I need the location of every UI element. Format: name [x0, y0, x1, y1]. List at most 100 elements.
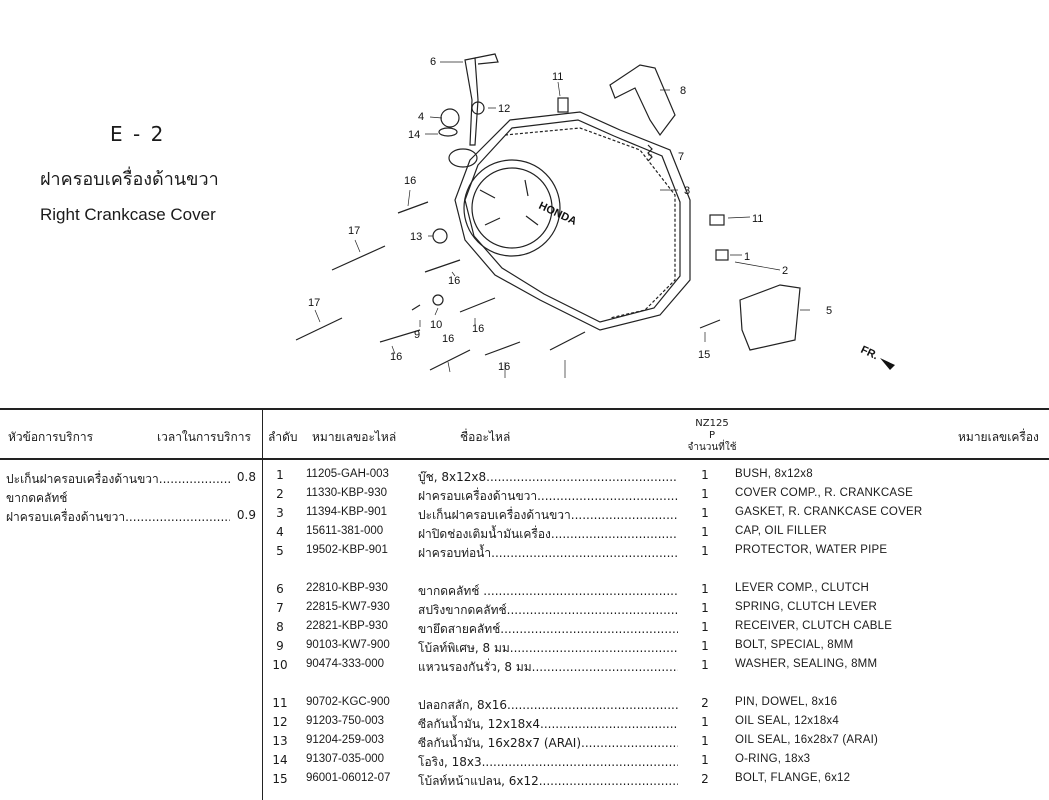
- bolt-17a: [331, 245, 386, 271]
- bolt-17b: [295, 317, 343, 341]
- row-part-number: 22815-KW7-930: [306, 601, 390, 613]
- row-part-name-th: ขากดคลัทช์ .............................…: [418, 584, 678, 598]
- gasket-outline: [504, 127, 676, 319]
- row-part-number: 11394-KBP-901: [306, 506, 387, 518]
- row-part-name-en: PROTECTOR, WATER PIPE: [735, 544, 888, 556]
- parts-table: หัวข้อการบริการ เวลาในการบริการ ลำดับ หม…: [0, 408, 1049, 800]
- callout-label: 7: [678, 151, 684, 163]
- row-qty: 1: [701, 753, 709, 767]
- row-number: 2: [276, 487, 284, 501]
- section-code: E - 2: [110, 122, 166, 146]
- row-part-number: 11205-GAH-003: [306, 468, 389, 480]
- row-number: 9: [276, 639, 284, 653]
- header-order: ลำดับ: [268, 430, 298, 444]
- bolt-16f: [484, 341, 521, 356]
- dowel-pin-right: [709, 214, 725, 226]
- callout-label: 8: [680, 85, 686, 97]
- row-part-number: 19502-KBP-901: [306, 544, 388, 556]
- row-qty: 1: [701, 525, 709, 539]
- header-part-name: ชื่ออะไหล่: [460, 430, 511, 444]
- water-pipe-protector: [739, 284, 801, 351]
- header-qty-used: จำนวนที่ใช้: [687, 442, 737, 453]
- callout-label: 16: [472, 323, 484, 335]
- row-qty: 1: [701, 468, 709, 482]
- row-qty: 1: [701, 734, 709, 748]
- dowel-pin-top: [557, 97, 569, 113]
- service-time: 0.9: [236, 508, 256, 522]
- callout-label: 14: [408, 129, 420, 141]
- row-part-number: 91307-035-000: [306, 753, 385, 765]
- oil-seal-16: [432, 228, 448, 244]
- header-model-type: P: [708, 430, 716, 441]
- row-qty: 1: [701, 620, 709, 634]
- row-number: 11: [272, 696, 288, 710]
- row-part-name-th: บู๊ช, 8x12x8............................…: [418, 470, 678, 484]
- bolt-16b: [424, 259, 461, 273]
- header-service-time: เวลาในการบริการ: [157, 430, 251, 444]
- row-part-number: 90702-KGC-900: [306, 696, 390, 708]
- row-part-name-en: OIL SEAL, 12x18x4: [735, 715, 839, 727]
- row-number: 12: [272, 715, 288, 729]
- row-part-name-en: GASKET, R. CRANKCASE COVER: [735, 506, 923, 518]
- row-part-name-th: ซีลกันน้ำมัน, 12x18x4...................…: [418, 717, 678, 731]
- clutch-lever-arm: [474, 53, 499, 65]
- callout-label: 12: [498, 103, 510, 115]
- callout-label: 16: [404, 175, 416, 187]
- leader-lines: [314, 61, 810, 378]
- callout-label: 16: [498, 361, 510, 373]
- cover-inner-outline: [464, 119, 681, 323]
- header-engine-number: หมายเลขเครื่อง: [958, 430, 1039, 444]
- table-header-rule: [0, 458, 1049, 460]
- row-part-name-th: โอริง, 18x3.............................…: [418, 755, 678, 769]
- row-qty: 2: [701, 772, 709, 786]
- row-number: 6: [276, 582, 284, 596]
- row-part-number: 90103-KW7-900: [306, 639, 390, 651]
- service-name: ฝาครอบเครื่องด้านขวา....................…: [6, 510, 230, 524]
- row-part-number: 11330-KBP-930: [306, 487, 387, 499]
- row-part-number: 96001-06012-07: [306, 772, 391, 784]
- row-part-name-en: LEVER COMP., CLUTCH: [735, 582, 869, 594]
- row-part-name-th: ซีลกันน้ำมัน, 16x28x7 (ARAI)............…: [418, 736, 678, 750]
- table-divider: [262, 408, 263, 800]
- row-number: 13: [272, 734, 288, 748]
- row-qty: 1: [701, 506, 709, 520]
- cable-receiver: [609, 64, 676, 137]
- row-part-name-en: BUSH, 8x12x8: [735, 468, 813, 480]
- clutch-lever: [464, 57, 479, 146]
- row-part-name-th: แหวนรองกันรั่ว, 8 มม....................…: [418, 660, 678, 674]
- row-number: 8: [276, 620, 284, 634]
- callout-label: 11: [752, 213, 763, 225]
- front-arrow-icon: [880, 358, 895, 370]
- callout-label: 4: [418, 111, 424, 123]
- row-part-name-th: ฝาปิดช่องเติมน้ำมันเครื่อง..............…: [418, 527, 678, 541]
- clutch-hub: [463, 159, 561, 257]
- o-ring: [438, 127, 458, 137]
- row-number: 7: [276, 601, 284, 615]
- exploded-parts-diagram: HONDA 6 11 8 4 12 14 7 16 3 11 17 13 1 2…: [280, 40, 920, 395]
- bolt-special-9: [411, 304, 421, 311]
- row-number: 4: [276, 525, 284, 539]
- row-number: 15: [272, 772, 288, 786]
- service-name: ขากดคลัทช์: [6, 491, 68, 505]
- oil-filler-cap: [440, 108, 460, 128]
- row-part-number: 22810-KBP-930: [306, 582, 388, 594]
- row-part-name-th: ฝาครอบท่อน้ำ............................…: [418, 546, 678, 560]
- row-part-name-th: ปลอกสลัก, 8x16..........................…: [418, 698, 678, 712]
- row-part-name-en: SPRING, CLUTCH LEVER: [735, 601, 878, 613]
- row-qty: 2: [701, 696, 709, 710]
- row-part-name-en: OIL SEAL, 16x28x7 (ARAI): [735, 734, 879, 746]
- clutch-hub-inner: [471, 167, 553, 249]
- row-part-name-en: BOLT, FLANGE, 6x12: [735, 772, 851, 784]
- row-part-number: 22821-KBP-930: [306, 620, 388, 632]
- title-thai: ฝาครอบเครื่องด้านขวา: [40, 169, 219, 190]
- sealing-washer: [432, 294, 444, 306]
- bolt-16d: [459, 297, 496, 313]
- header-service-topic: หัวข้อการบริการ: [8, 430, 94, 444]
- callout-label: 5: [826, 305, 832, 317]
- row-part-number: 90474-333-000: [306, 658, 385, 670]
- callout-label: 16: [448, 275, 460, 287]
- row-part-name-en: CAP, OIL FILLER: [735, 525, 827, 537]
- bolt-15: [699, 319, 721, 329]
- header-model: NZ125: [695, 418, 729, 429]
